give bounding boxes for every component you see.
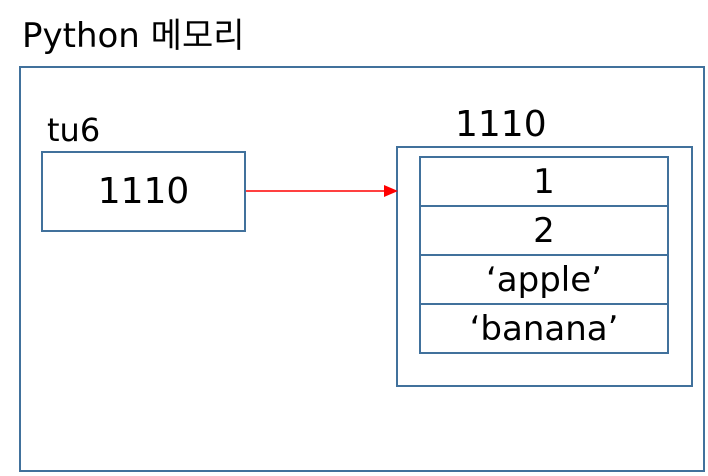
variable-value: 1110 <box>97 171 190 212</box>
object-address: 1110 <box>455 104 547 145</box>
tuple-item: ‘apple’ <box>419 256 669 305</box>
page-title: Python 메모리 <box>22 16 245 56</box>
variable-box: 1110 <box>41 151 246 232</box>
tuple-item: 2 <box>419 207 669 256</box>
memory-frame <box>19 66 705 472</box>
tuple-items: 1 2 ‘apple’ ‘banana’ <box>419 156 669 354</box>
variable-name: tu6 <box>47 111 101 149</box>
tuple-item: ‘banana’ <box>419 305 669 354</box>
tuple-item: 1 <box>419 156 669 207</box>
object-box <box>396 146 693 387</box>
